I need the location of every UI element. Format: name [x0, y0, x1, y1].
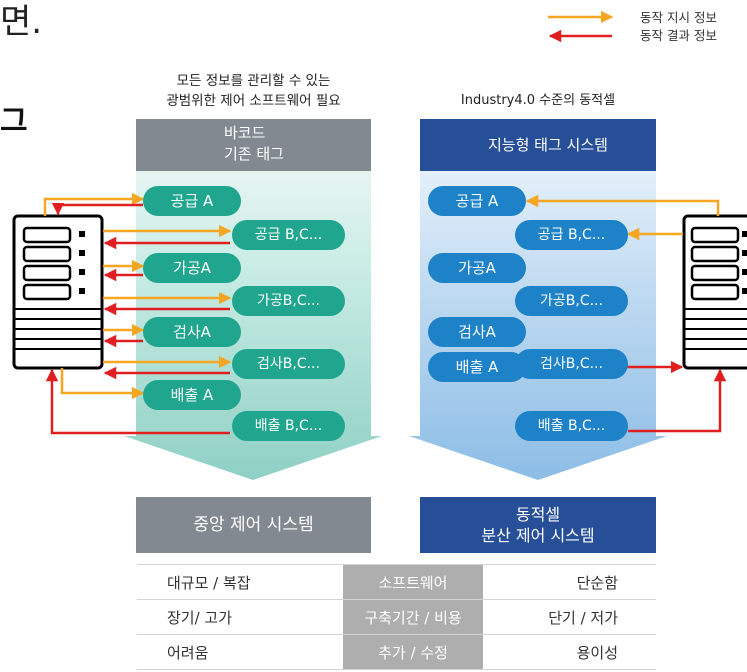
- left-step-main-4: 배출 A: [143, 380, 241, 410]
- dynamic-cell-system-line2: 분산 제어 시스템: [481, 526, 595, 545]
- right-step-main-2: 가공A: [428, 253, 526, 283]
- central-control-system: 중앙 제어 시스템: [136, 497, 371, 553]
- barcode-header-label: 바코드 기존 태그: [224, 124, 284, 163]
- right-step-main-4: 배출 A: [428, 352, 526, 382]
- left-server-icon: [12, 214, 104, 370]
- left-title-line1: 모든 정보를 관리할 수 있는: [176, 73, 331, 89]
- legend-command-label: 동작 지시 정보: [640, 10, 717, 25]
- right-server-icon: [682, 214, 747, 370]
- left-step-sub-3: 검사B,C...: [232, 349, 345, 379]
- criterion: 추가 / 수정: [343, 634, 483, 670]
- left-value: 대규모 / 복잡: [137, 564, 343, 600]
- right-value: 용이성: [483, 634, 656, 670]
- barcode-header: 바코드 기존 태그: [136, 119, 371, 171]
- right-step-sub-3: 검사B,C...: [515, 349, 628, 379]
- left-step-main-1: 공급 A: [143, 186, 241, 216]
- left-result-arrows: [45, 202, 230, 435]
- right-step-main-1: 공급 A: [428, 186, 526, 216]
- right-step-sub-4: 배출 B,C...: [515, 411, 628, 441]
- left-title-line2: 광범위한 제어 소프트웨어 필요: [166, 93, 341, 109]
- right-step-main-3: 검사A: [428, 317, 526, 347]
- smart-tag-header: 지능형 태그 시스템: [420, 119, 656, 171]
- left-step-sub-2: 가공B,C...: [232, 286, 345, 316]
- right-value: 단기 / 저가: [483, 599, 656, 635]
- criterion: 소프트웨어: [343, 564, 483, 600]
- legend-result-label: 동작 결과 정보: [640, 28, 717, 43]
- heading-fragment-top: 면.: [0, 2, 43, 42]
- left-command-arrows: [43, 192, 232, 400]
- left-step-sub-4: 배출 B,C...: [232, 411, 345, 441]
- table-row: 어려움 추가 / 수정 용이성: [137, 634, 656, 670]
- right-value: 단순함: [483, 564, 656, 600]
- table-row: 장기/ 고가 구축기간 / 비용 단기 / 저가: [137, 599, 656, 635]
- right-step-sub-2: 가공B,C...: [515, 286, 628, 316]
- smart-tag-header-label: 지능형 태그 시스템: [488, 136, 608, 154]
- heading-fragment-middle: 그: [0, 104, 28, 139]
- right-step-sub-1: 공급 B,C...: [515, 220, 628, 250]
- left-step-sub-1: 공급 B,C...: [232, 220, 345, 250]
- right-title: Industry4.0 수준의 동적셀: [460, 93, 616, 108]
- comparison-table: 대규모 / 복잡 소프트웨어 단순함 장기/ 고가 구축기간 / 비용 단기 /…: [137, 564, 656, 670]
- right-command-arrows: [525, 194, 720, 241]
- dynamic-cell-system: 동적셀 분산 제어 시스템: [420, 497, 656, 553]
- left-step-main-2: 가공A: [143, 253, 241, 283]
- criterion: 구축기간 / 비용: [343, 599, 483, 635]
- left-value: 어려움: [137, 634, 343, 670]
- table-row: 대규모 / 복잡 소프트웨어 단순함: [137, 564, 656, 600]
- left-value: 장기/ 고가: [137, 599, 343, 635]
- dynamic-cell-system-line1: 동적셀: [515, 505, 561, 524]
- left-step-main-3: 검사A: [143, 317, 241, 347]
